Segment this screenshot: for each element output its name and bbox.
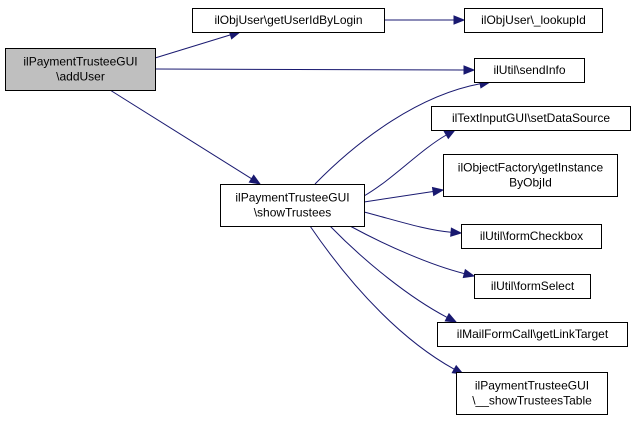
node-lookupId[interactable]: ilObjUser\_lookupId bbox=[464, 8, 603, 33]
node-box bbox=[456, 372, 608, 415]
edge-showTrustees-to-showTrusteesTable bbox=[309, 225, 465, 375]
node-label-line: ilObjUser\_lookupId bbox=[481, 13, 586, 27]
node-box bbox=[461, 224, 602, 249]
edge-line bbox=[349, 225, 465, 275]
node-box bbox=[474, 58, 585, 83]
node-label-line: ilObjUser\getUserIdByLogin bbox=[214, 13, 362, 27]
node-addUser[interactable]: ilPaymentTrusteeGUI\addUser bbox=[5, 48, 156, 91]
edge-getUserIdByLogin-to-lookupId bbox=[384, 15, 466, 25]
edge-line bbox=[363, 134, 447, 197]
edge-line bbox=[314, 83, 481, 185]
node-label-line: \__showTrusteesTable bbox=[472, 394, 592, 408]
node-box bbox=[464, 8, 603, 33]
edge-addUser-to-sendInfo bbox=[154, 65, 476, 75]
edge-showTrustees-to-setDataSource bbox=[363, 129, 457, 197]
node-label-line: \showTrustees bbox=[254, 206, 332, 220]
edge-line bbox=[154, 68, 465, 71]
edge-line bbox=[329, 225, 448, 318]
edge-addUser-to-showTrustees bbox=[109, 89, 262, 185]
edge-line bbox=[363, 211, 452, 233]
node-box bbox=[474, 274, 591, 299]
node-box bbox=[431, 106, 631, 131]
node-box bbox=[437, 322, 628, 347]
edge-line bbox=[109, 89, 252, 180]
nodes-layer: ilPaymentTrusteeGUI\addUserilObjUser\get… bbox=[5, 8, 631, 415]
arrowhead bbox=[450, 227, 463, 237]
node-getLinkTarget[interactable]: ilMailFormCall\getLinkTarget bbox=[437, 322, 628, 347]
node-label-line: ilObjectFactory\getInstance bbox=[458, 161, 604, 175]
arrowhead bbox=[248, 174, 262, 185]
edge-addUser-to-getUserIdByLogin bbox=[154, 30, 242, 59]
arrowhead bbox=[444, 312, 458, 323]
node-box bbox=[192, 8, 385, 33]
node-label-line: ByObjId bbox=[509, 176, 552, 190]
node-label-line: ilUtil\sendInfo bbox=[493, 63, 565, 77]
node-showTrusteesTable[interactable]: ilPaymentTrusteeGUI\__showTrusteesTable bbox=[456, 372, 608, 415]
node-label-line: ilUtil\formSelect bbox=[491, 279, 575, 293]
edge-line bbox=[154, 34, 231, 59]
node-label-line: ilPaymentTrusteeGUI bbox=[23, 55, 137, 69]
arrowhead bbox=[453, 15, 466, 25]
arrowhead bbox=[431, 186, 445, 197]
node-box bbox=[5, 48, 156, 91]
edge-showTrustees-to-getLinkTarget bbox=[329, 225, 458, 323]
node-formSelect[interactable]: ilUtil\formSelect bbox=[474, 274, 591, 299]
arrowhead bbox=[443, 129, 457, 140]
edge-line bbox=[309, 225, 455, 370]
node-formCheckbox[interactable]: ilUtil\formCheckbox bbox=[461, 224, 602, 249]
node-label-line: ilTextInputGUI\setDataSource bbox=[452, 111, 610, 125]
arrowhead bbox=[463, 65, 476, 75]
node-label-line: ilUtil\formCheckbox bbox=[480, 229, 583, 243]
node-label-line: ilPaymentTrusteeGUI bbox=[235, 191, 349, 205]
node-setDataSource[interactable]: ilTextInputGUI\setDataSource bbox=[431, 106, 631, 131]
edge-showTrustees-to-formCheckbox bbox=[363, 211, 463, 237]
node-getUserIdByLogin[interactable]: ilObjUser\getUserIdByLogin bbox=[192, 8, 385, 33]
node-label-line: \addUser bbox=[56, 70, 105, 84]
edge-showTrustees-to-formSelect bbox=[349, 225, 476, 279]
edge-line bbox=[363, 191, 434, 203]
arrowhead bbox=[462, 268, 476, 279]
node-label-line: ilPaymentTrusteeGUI bbox=[475, 379, 589, 393]
node-box bbox=[443, 154, 618, 197]
edge-showTrustees-to-getInstanceByObjId bbox=[363, 186, 445, 203]
node-showTrustees[interactable]: ilPaymentTrusteeGUI\showTrustees bbox=[220, 184, 365, 227]
node-label-line: ilMailFormCall\getLinkTarget bbox=[457, 327, 609, 341]
node-sendInfo[interactable]: ilUtil\sendInfo bbox=[474, 58, 585, 83]
node-box bbox=[220, 184, 365, 227]
